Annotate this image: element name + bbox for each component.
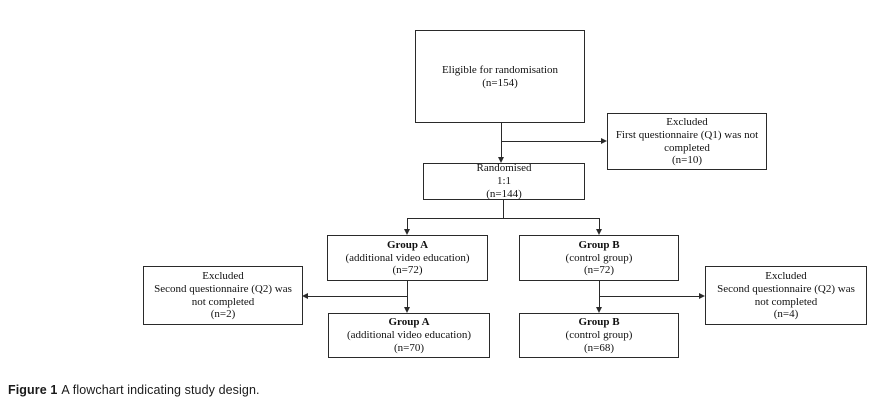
box-randomised: Randomised 1:1 (n=144) xyxy=(423,162,585,200)
box-text-line: Eligible for randomisation xyxy=(441,63,559,76)
box-excluded-q2-left: Excluded Second questionnaire (Q2) was n… xyxy=(143,266,303,325)
box-text-line: Excluded xyxy=(765,269,807,282)
box-text-line: Randomised xyxy=(476,162,532,175)
connector-branch-to-excluded-q1 xyxy=(501,141,601,142)
box-text-line: completed xyxy=(664,141,710,154)
box-text-line: (n=70) xyxy=(393,341,425,354)
box-text-line: (n=72) xyxy=(392,264,423,277)
box-text-line: Excluded xyxy=(202,269,244,282)
box-text-line: (control group) xyxy=(565,329,633,342)
box-text-line: Excluded xyxy=(666,115,708,128)
connector-branch-to-excluded-q2-left xyxy=(308,296,408,297)
box-text-line: (control group) xyxy=(565,251,633,264)
box-text-line: not completed xyxy=(754,295,818,308)
connector-group-a-down xyxy=(407,281,408,307)
arrowhead-into-group-b-final xyxy=(596,307,602,313)
connector-down-to-group-a xyxy=(407,218,408,229)
arrowhead-into-randomised xyxy=(498,157,504,163)
arrowhead-into-excluded-q2-right xyxy=(699,293,705,299)
connector-down-to-group-b xyxy=(599,218,600,229)
box-text-line: (n=4) xyxy=(773,308,799,321)
connector-randomised-down xyxy=(503,200,504,218)
box-eligible-for-randomisation: Eligible for randomisation (n=154) xyxy=(415,30,585,123)
box-text-line: (n=10) xyxy=(671,154,703,167)
box-text-line: (n=72) xyxy=(583,264,615,277)
box-excluded-q2-right: Excluded Second questionnaire (Q2) was n… xyxy=(705,266,867,325)
box-text-line: Second questionnaire (Q2) was xyxy=(154,282,292,295)
box-text-line: not completed xyxy=(191,295,255,308)
connector-eligible-to-randomised xyxy=(501,123,502,158)
arrowhead-into-group-a xyxy=(404,229,410,235)
connector-branch-to-excluded-q2-right xyxy=(599,296,699,297)
arrowhead-into-excluded-q2-left xyxy=(302,293,308,299)
box-group-a-final: Group A (additional video education) (n=… xyxy=(328,313,490,358)
connector-group-b-down xyxy=(599,281,600,307)
box-title: Group B xyxy=(578,238,620,251)
figure-caption-text: A flowchart indicating study design. xyxy=(61,383,260,397)
box-group-b: Group B (control group) (n=72) xyxy=(519,235,679,281)
box-text-line: (additional video education) xyxy=(346,329,471,342)
arrowhead-into-group-b xyxy=(596,229,602,235)
box-group-b-final: Group B (control group) (n=68) xyxy=(519,313,679,358)
box-title: Group A xyxy=(386,238,429,251)
box-text-line: (n=144) xyxy=(486,187,522,200)
figure-caption-label: Figure 1 xyxy=(8,383,58,397)
box-text-line: Second questionnaire (Q2) was xyxy=(717,282,855,295)
box-group-a: Group A (additional video education) (n=… xyxy=(327,235,488,281)
box-text-line: (additional video education) xyxy=(345,251,470,264)
box-text-line: (n=2) xyxy=(210,308,236,321)
arrowhead-into-group-a-final xyxy=(404,307,410,313)
box-title: Group B xyxy=(578,316,620,329)
box-text-line: First questionnaire (Q1) was not xyxy=(615,128,759,141)
box-text-line: (n=154) xyxy=(482,76,518,89)
box-excluded-q1: Excluded First questionnaire (Q1) was no… xyxy=(607,113,767,170)
connector-split-horizontal xyxy=(407,218,600,219)
box-title: Group A xyxy=(388,316,430,329)
arrowhead-into-excluded-q1 xyxy=(601,138,607,144)
box-text-line: (n=68) xyxy=(583,341,615,354)
box-text-line: 1:1 xyxy=(496,175,512,188)
